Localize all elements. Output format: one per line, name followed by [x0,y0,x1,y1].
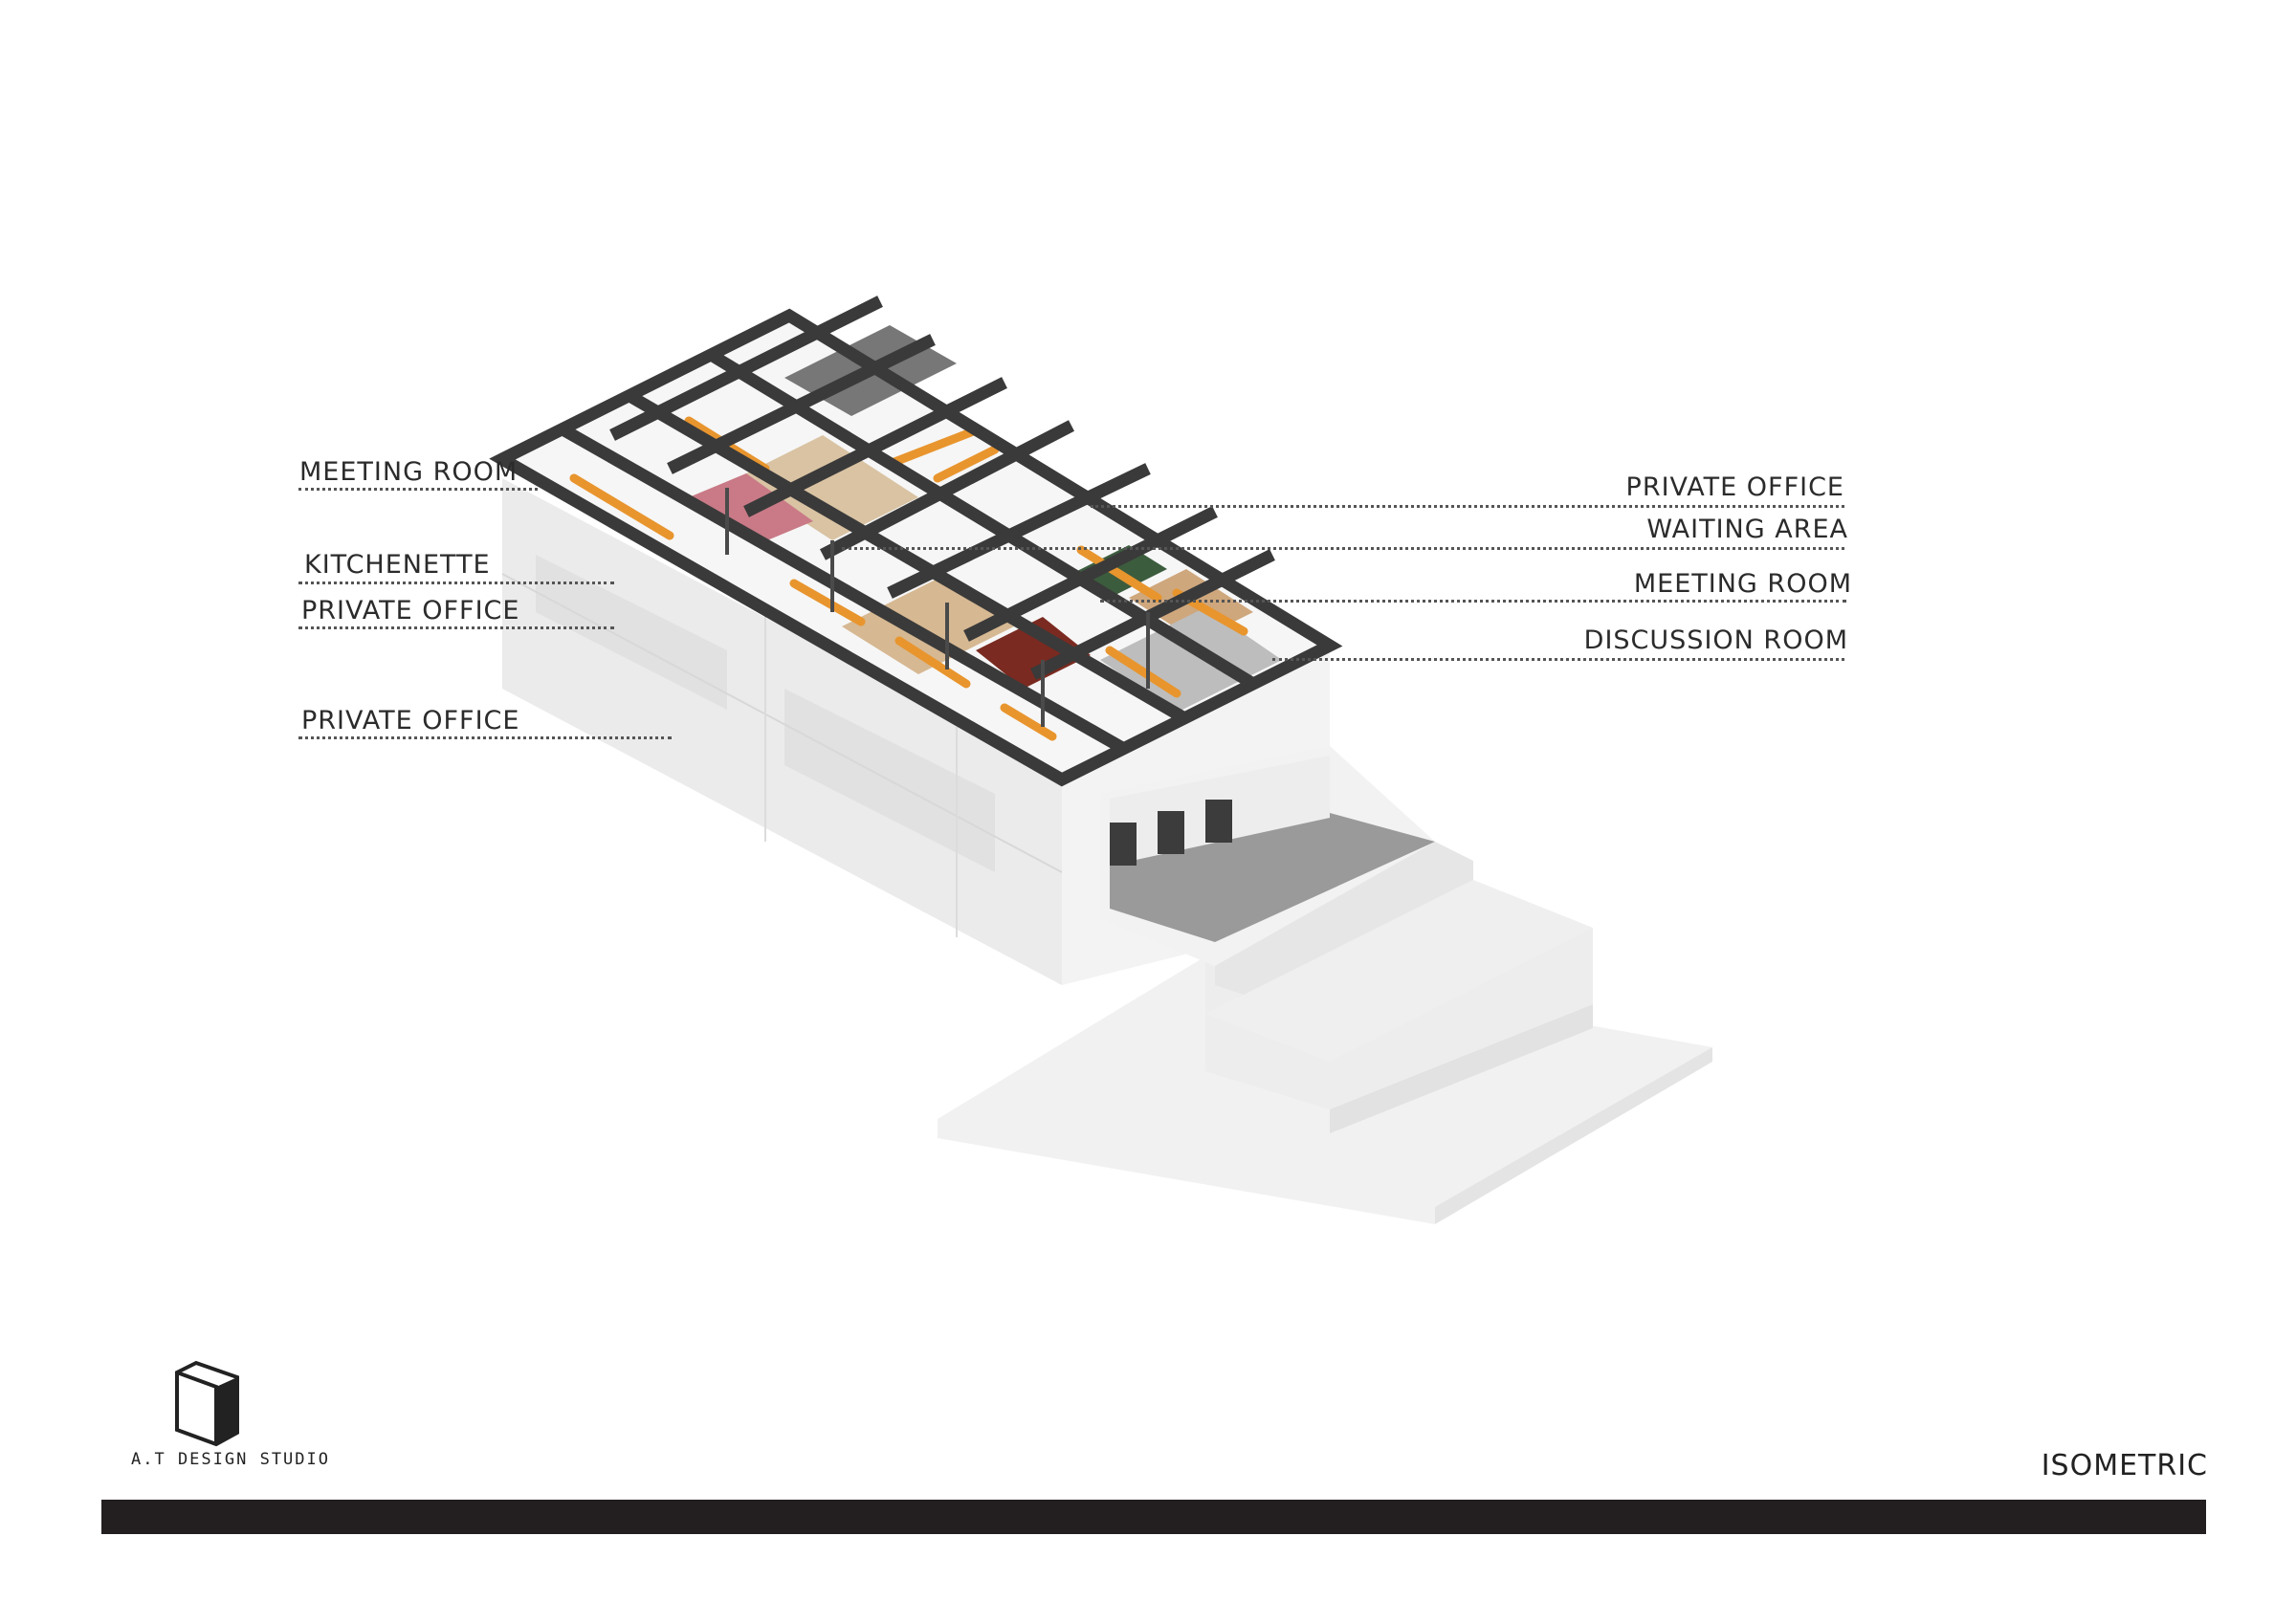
label-meeting-room-right: MEETING ROOM [1633,569,1852,599]
roof-frame [489,296,1343,787]
label-waiting-area: WAITING AREA [1646,515,1848,544]
interior-partitions [725,488,1150,727]
label-meeting-room-left: MEETING ROOM [299,457,519,487]
leader-line-private-office-left-2 [298,736,672,739]
title-bar [101,1500,2206,1534]
label-private-office-right: PRIVATE OFFICE [1625,472,1844,502]
leader-line-meeting-room-left [298,488,538,491]
leader-line-private-office-right [1091,505,1844,508]
studio-name: A.T DESIGN STUDIO [131,1450,330,1469]
leader-line-meeting-room-right [1100,600,1846,603]
building-massing [501,478,1473,995]
leader-line-waiting-area [842,547,1844,550]
label-kitchenette: KITCHENETTE [304,550,491,580]
leader-line-private-office-left-1 [298,626,614,629]
label-private-office-left-2: PRIVATE OFFICE [301,706,520,735]
label-discussion-room: DISCUSSION ROOM [1583,625,1848,655]
sheet-title: ISOMETRIC [2041,1449,2208,1482]
leader-line-kitchenette [298,582,614,584]
studio-logo [175,1360,239,1447]
label-private-office-left-1: PRIVATE OFFICE [301,596,520,625]
ground-plinth [938,880,1712,1224]
leader-line-discussion-room [1272,658,1844,661]
